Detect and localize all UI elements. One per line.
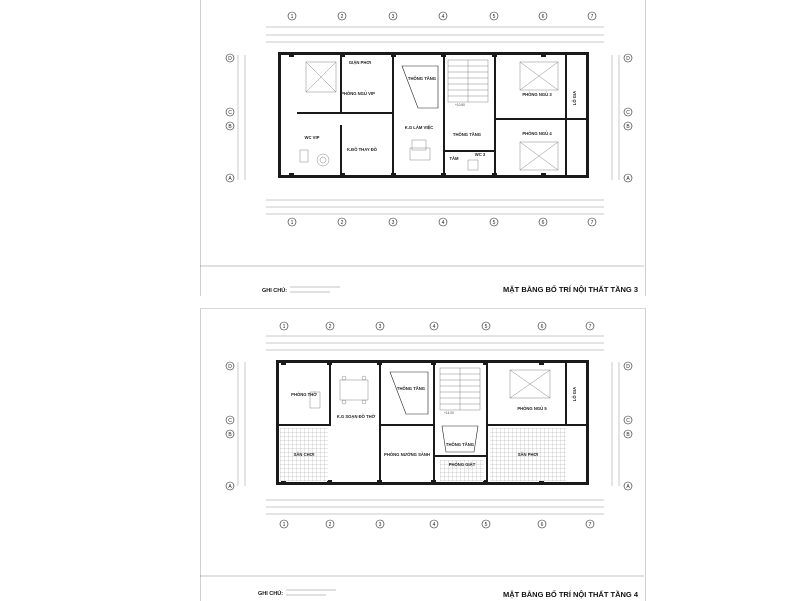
svg-text:6: 6 bbox=[542, 220, 545, 226]
sheet-title-floor-3: MẶT BẰNG BỐ TRÍ NỘI THẤT TẦNG 3 bbox=[503, 284, 638, 294]
room-label-phong-ngu-4: PHÒNG NGỦ 4 bbox=[522, 131, 552, 136]
note-label-floor-3: GHI CHÚ: bbox=[262, 287, 287, 294]
svg-text:D: D bbox=[228, 364, 232, 370]
drawing-sheet-floor-3 bbox=[200, 0, 646, 297]
grid-bubbles-top: 1 2 3 4 5 6 7 bbox=[287, 11, 597, 21]
terrace-san-phoi bbox=[490, 428, 566, 481]
svg-text:B: B bbox=[626, 432, 630, 438]
room-label-thay-do: K.ĐỒ THAY ĐỒ bbox=[347, 147, 378, 152]
room-label-phong-nuong-sanh: PHÒNG NƯỚNG SÀNH bbox=[384, 452, 430, 457]
svg-text:3: 3 bbox=[379, 522, 382, 528]
room-label-thong-tang-2: THÔNG TẦNG bbox=[453, 132, 481, 137]
svg-text:B: B bbox=[228, 432, 232, 438]
svg-text:3: 3 bbox=[379, 324, 382, 330]
svg-text:C: C bbox=[228, 418, 232, 424]
room-label-thong-tang-4b: THÔNG TẦNG bbox=[446, 442, 474, 447]
sheet-gap bbox=[0, 296, 800, 308]
svg-text:A: A bbox=[626, 176, 630, 182]
furniture-floor-4 bbox=[309, 369, 551, 409]
sheet-title-floor-4: MẶT BẰNG BỐ TRÍ NỘI THẤT TẦNG 4 bbox=[503, 589, 639, 599]
svg-text:5: 5 bbox=[493, 14, 496, 20]
note-label-floor-4: GHI CHÚ: bbox=[258, 590, 283, 597]
room-label-lo-gia: LÔ GIA bbox=[572, 91, 577, 105]
svg-text:C: C bbox=[228, 110, 232, 116]
svg-text:2: 2 bbox=[329, 522, 332, 528]
svg-text:1: 1 bbox=[291, 220, 294, 226]
svg-text:B: B bbox=[626, 124, 630, 130]
room-label-wc-vip: WC VIP bbox=[305, 135, 320, 140]
svg-text:4: 4 bbox=[442, 14, 445, 20]
svg-text:D: D bbox=[626, 364, 630, 370]
svg-text:C: C bbox=[626, 110, 630, 116]
room-label-phong-ngu-5: PHÒNG NGỦ 5 bbox=[517, 406, 547, 411]
svg-text:7: 7 bbox=[589, 522, 592, 528]
stair-floor-4 bbox=[439, 367, 481, 411]
room-label-thong-tang-4: THÔNG TẦNG bbox=[397, 386, 425, 391]
svg-text:D: D bbox=[228, 56, 232, 62]
svg-text:6: 6 bbox=[541, 522, 544, 528]
svg-text:3: 3 bbox=[392, 14, 395, 20]
svg-text:4: 4 bbox=[433, 324, 436, 330]
grid-bubbles-side: D C B A D C B A bbox=[225, 53, 633, 183]
room-label-phong-ngu-3: PHÒNG NGỦ 3 bbox=[522, 92, 552, 97]
grid-bubbles-top-4: 1 2 3 4 5 6 7 bbox=[279, 321, 595, 331]
beds-floor-3 bbox=[305, 61, 559, 171]
room-label-soan-do-tho: K.G SOẠN ĐỒ THỜ bbox=[337, 414, 376, 419]
svg-text:2: 2 bbox=[329, 324, 332, 330]
svg-text:2: 2 bbox=[341, 220, 344, 226]
desk-floor-3 bbox=[411, 139, 427, 151]
room-label-wc: WC 3 bbox=[475, 152, 486, 157]
svg-text:4: 4 bbox=[442, 220, 445, 226]
room-label-phong-ngu-vip: PHÒNG NGỦ VIP bbox=[341, 91, 375, 96]
svg-text:1: 1 bbox=[283, 324, 286, 330]
svg-text:2: 2 bbox=[341, 14, 344, 20]
void-2-floor-4 bbox=[441, 425, 479, 453]
void-floor-3 bbox=[401, 65, 439, 109]
svg-text:7: 7 bbox=[591, 220, 594, 226]
svg-text:1: 1 bbox=[291, 14, 294, 20]
room-label-tam: TẮM bbox=[449, 156, 459, 161]
room-label-phong-tho: PHÒNG THỜ bbox=[291, 392, 317, 397]
grid-bubbles-bottom: 1 2 3 4 5 6 7 bbox=[287, 217, 597, 227]
svg-text:5: 5 bbox=[493, 220, 496, 226]
level-mark-floor-4: +14.00 bbox=[444, 411, 454, 415]
svg-text:A: A bbox=[626, 484, 630, 490]
terrace-san-choi bbox=[280, 428, 328, 481]
room-label-gian-phoi: GIẶN PHƠI bbox=[349, 60, 371, 65]
floor-3-plan: 1 2 3 4 5 6 7 1 2 3 4 5 6 7 D C B A D C … bbox=[200, 11, 644, 294]
svg-text:A: A bbox=[228, 176, 232, 182]
drawing-sheet-floor-4 bbox=[200, 308, 646, 601]
svg-text:5: 5 bbox=[485, 522, 488, 528]
grid-bubbles-bottom-4: 1 2 3 4 5 6 7 bbox=[279, 519, 595, 529]
stair-floor-3 bbox=[447, 59, 489, 103]
void-floor-4 bbox=[389, 371, 429, 415]
level-mark-floor-3: +10.80 bbox=[455, 103, 465, 107]
room-label-thong-tang: THÔNG TẦNG bbox=[408, 76, 436, 81]
svg-text:7: 7 bbox=[591, 14, 594, 20]
svg-text:6: 6 bbox=[541, 324, 544, 330]
room-label-san-choi: SÂN CHƠI bbox=[294, 452, 315, 457]
svg-text:5: 5 bbox=[485, 324, 488, 330]
svg-text:7: 7 bbox=[589, 324, 592, 330]
svg-text:3: 3 bbox=[392, 220, 395, 226]
svg-text:A: A bbox=[228, 484, 232, 490]
room-label-san-phoi: SÂN PHƠI bbox=[518, 452, 539, 457]
floor-4-plan: 1 2 3 4 5 6 7 1 2 3 4 5 6 7 D C B A D C … bbox=[200, 321, 644, 599]
svg-text:6: 6 bbox=[542, 14, 545, 20]
wc-fixtures-floor-3 bbox=[299, 147, 479, 171]
svg-text:D: D bbox=[626, 56, 630, 62]
room-label-lam-viec: K.G LÀM VIỆC bbox=[405, 125, 434, 130]
room-label-phong-giat: PHÒNG GIẶT bbox=[449, 462, 476, 467]
svg-text:C: C bbox=[626, 418, 630, 424]
svg-text:B: B bbox=[228, 124, 232, 130]
laundry-floor-tile bbox=[440, 460, 484, 481]
svg-text:4: 4 bbox=[433, 522, 436, 528]
svg-text:1: 1 bbox=[283, 522, 286, 528]
grid-bubbles-side-4: D C B A D C B A bbox=[225, 361, 633, 491]
room-label-lo-gia-4: LÔ GIA bbox=[572, 387, 577, 401]
